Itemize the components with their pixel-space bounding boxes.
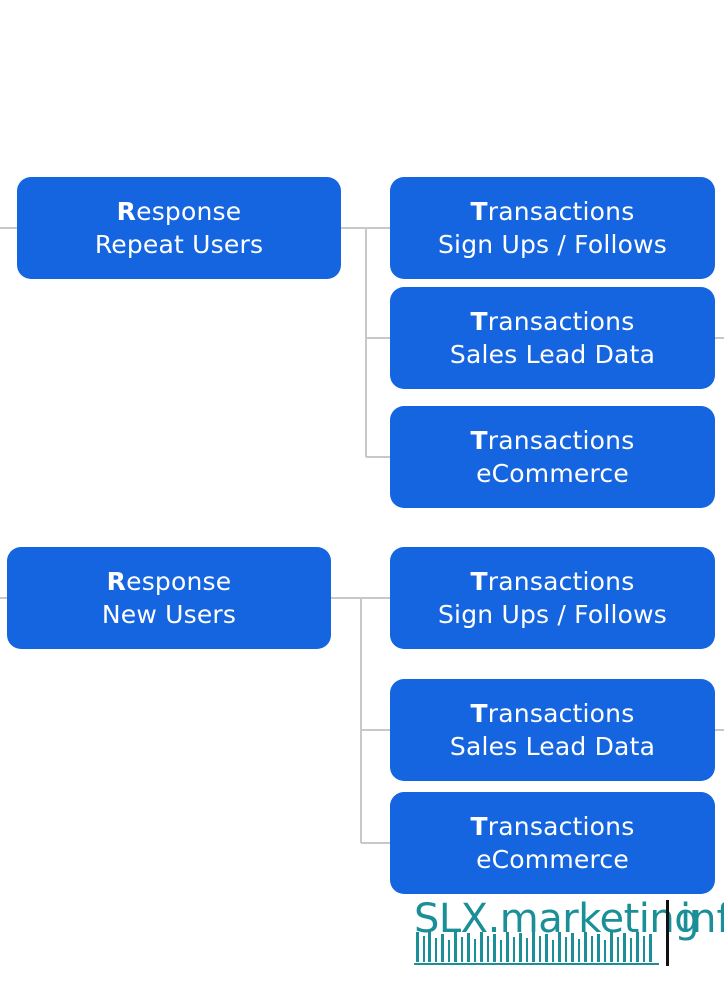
node-title: Response [106,567,232,596]
node-title: Transactions [470,812,635,841]
node-transactions-signups-repeat: Transactions Sign Ups / Follows [390,177,715,279]
node-transactions-ecommerce-new: Transactions eCommerce [390,792,715,894]
node-title: Response [116,197,242,226]
node-subtitle: Repeat Users [94,230,264,259]
node-title: Transactions [470,197,635,226]
node-transactions-ecommerce-repeat: Transactions eCommerce [390,406,715,508]
node-title: Transactions [470,426,635,455]
node-subtitle: New Users [101,600,237,629]
node-response-repeat-users: Response Repeat Users [17,177,341,279]
node-subtitle: Sales Lead Data [449,340,656,369]
node-response-new-users: Response New Users [7,547,331,649]
node-transactions-sales-lead-repeat: Transactions Sales Lead Data [390,287,715,389]
node-transactions-signups-new: Transactions Sign Ups / Follows [390,547,715,649]
logo-brand-text: SLX.marketing [414,896,700,942]
node-transactions-sales-lead-new: Transactions Sales Lead Data [390,679,715,781]
node-subtitle: Sign Ups / Follows [437,600,668,629]
node-title: Transactions [470,567,635,596]
node-title: Transactions [470,699,635,728]
node-subtitle: Sign Ups / Follows [437,230,668,259]
node-title: Transactions [470,307,635,336]
node-subtitle: eCommerce [476,459,629,488]
logo-suffix-text: inf [680,896,724,942]
slx-marketing-logo: SLX.marketing [414,896,724,970]
node-subtitle: eCommerce [476,845,629,874]
logo-barcode-icon [414,932,659,965]
logo-divider [666,900,669,966]
node-subtitle: Sales Lead Data [449,732,656,761]
